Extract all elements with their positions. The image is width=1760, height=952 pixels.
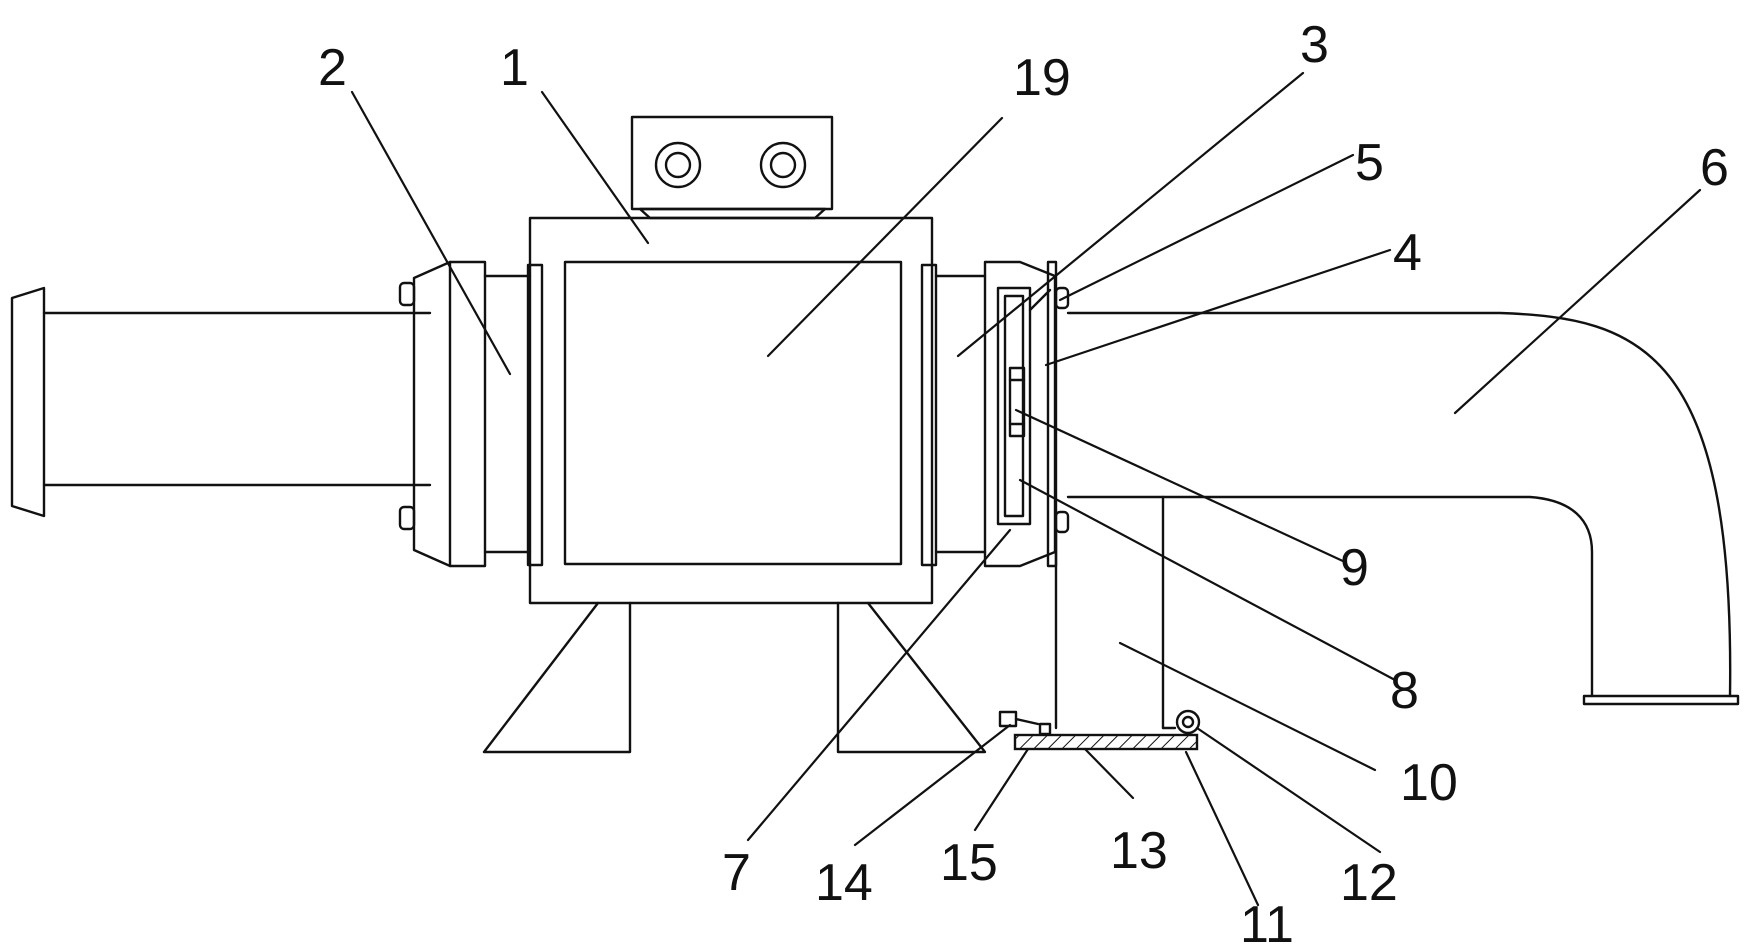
drain-pipe: [1054, 495, 1165, 730]
outlet-flange: [1046, 260, 1070, 568]
inlet-pipe: [10, 286, 432, 518]
support-legs: [482, 601, 987, 754]
label-8: 8: [1390, 662, 1419, 720]
inlet-bolts: [398, 281, 416, 531]
label-4: 4: [1393, 224, 1422, 282]
label-12: 12: [1340, 854, 1398, 912]
filter-body: [563, 260, 903, 566]
leader-lines: [350, 71, 1702, 907]
inlet-connector: [412, 260, 532, 568]
label-14: 14: [815, 854, 873, 912]
outlet-elbow-pipe: [1066, 311, 1740, 706]
label-1: 1: [500, 39, 529, 97]
label-5: 5: [1355, 134, 1384, 192]
outlet-connector: [934, 260, 1057, 568]
label-10: 10: [1400, 754, 1458, 812]
label-15: 15: [940, 834, 998, 892]
label-3: 3: [1300, 16, 1329, 74]
drain-plate: [998, 709, 1201, 751]
label-7: 7: [722, 844, 751, 902]
housing-frame: [526, 216, 938, 605]
label-19: 19: [1013, 49, 1071, 107]
label-9: 9: [1340, 539, 1369, 597]
control-box: [630, 115, 834, 220]
part-labels: 2 1 19 3 5 4 6 9 8 10 7 14 15 13 11 12: [318, 16, 1729, 952]
label-2: 2: [318, 39, 347, 97]
label-13: 13: [1110, 822, 1168, 880]
label-11: 11: [1240, 896, 1294, 952]
label-6: 6: [1700, 139, 1729, 197]
